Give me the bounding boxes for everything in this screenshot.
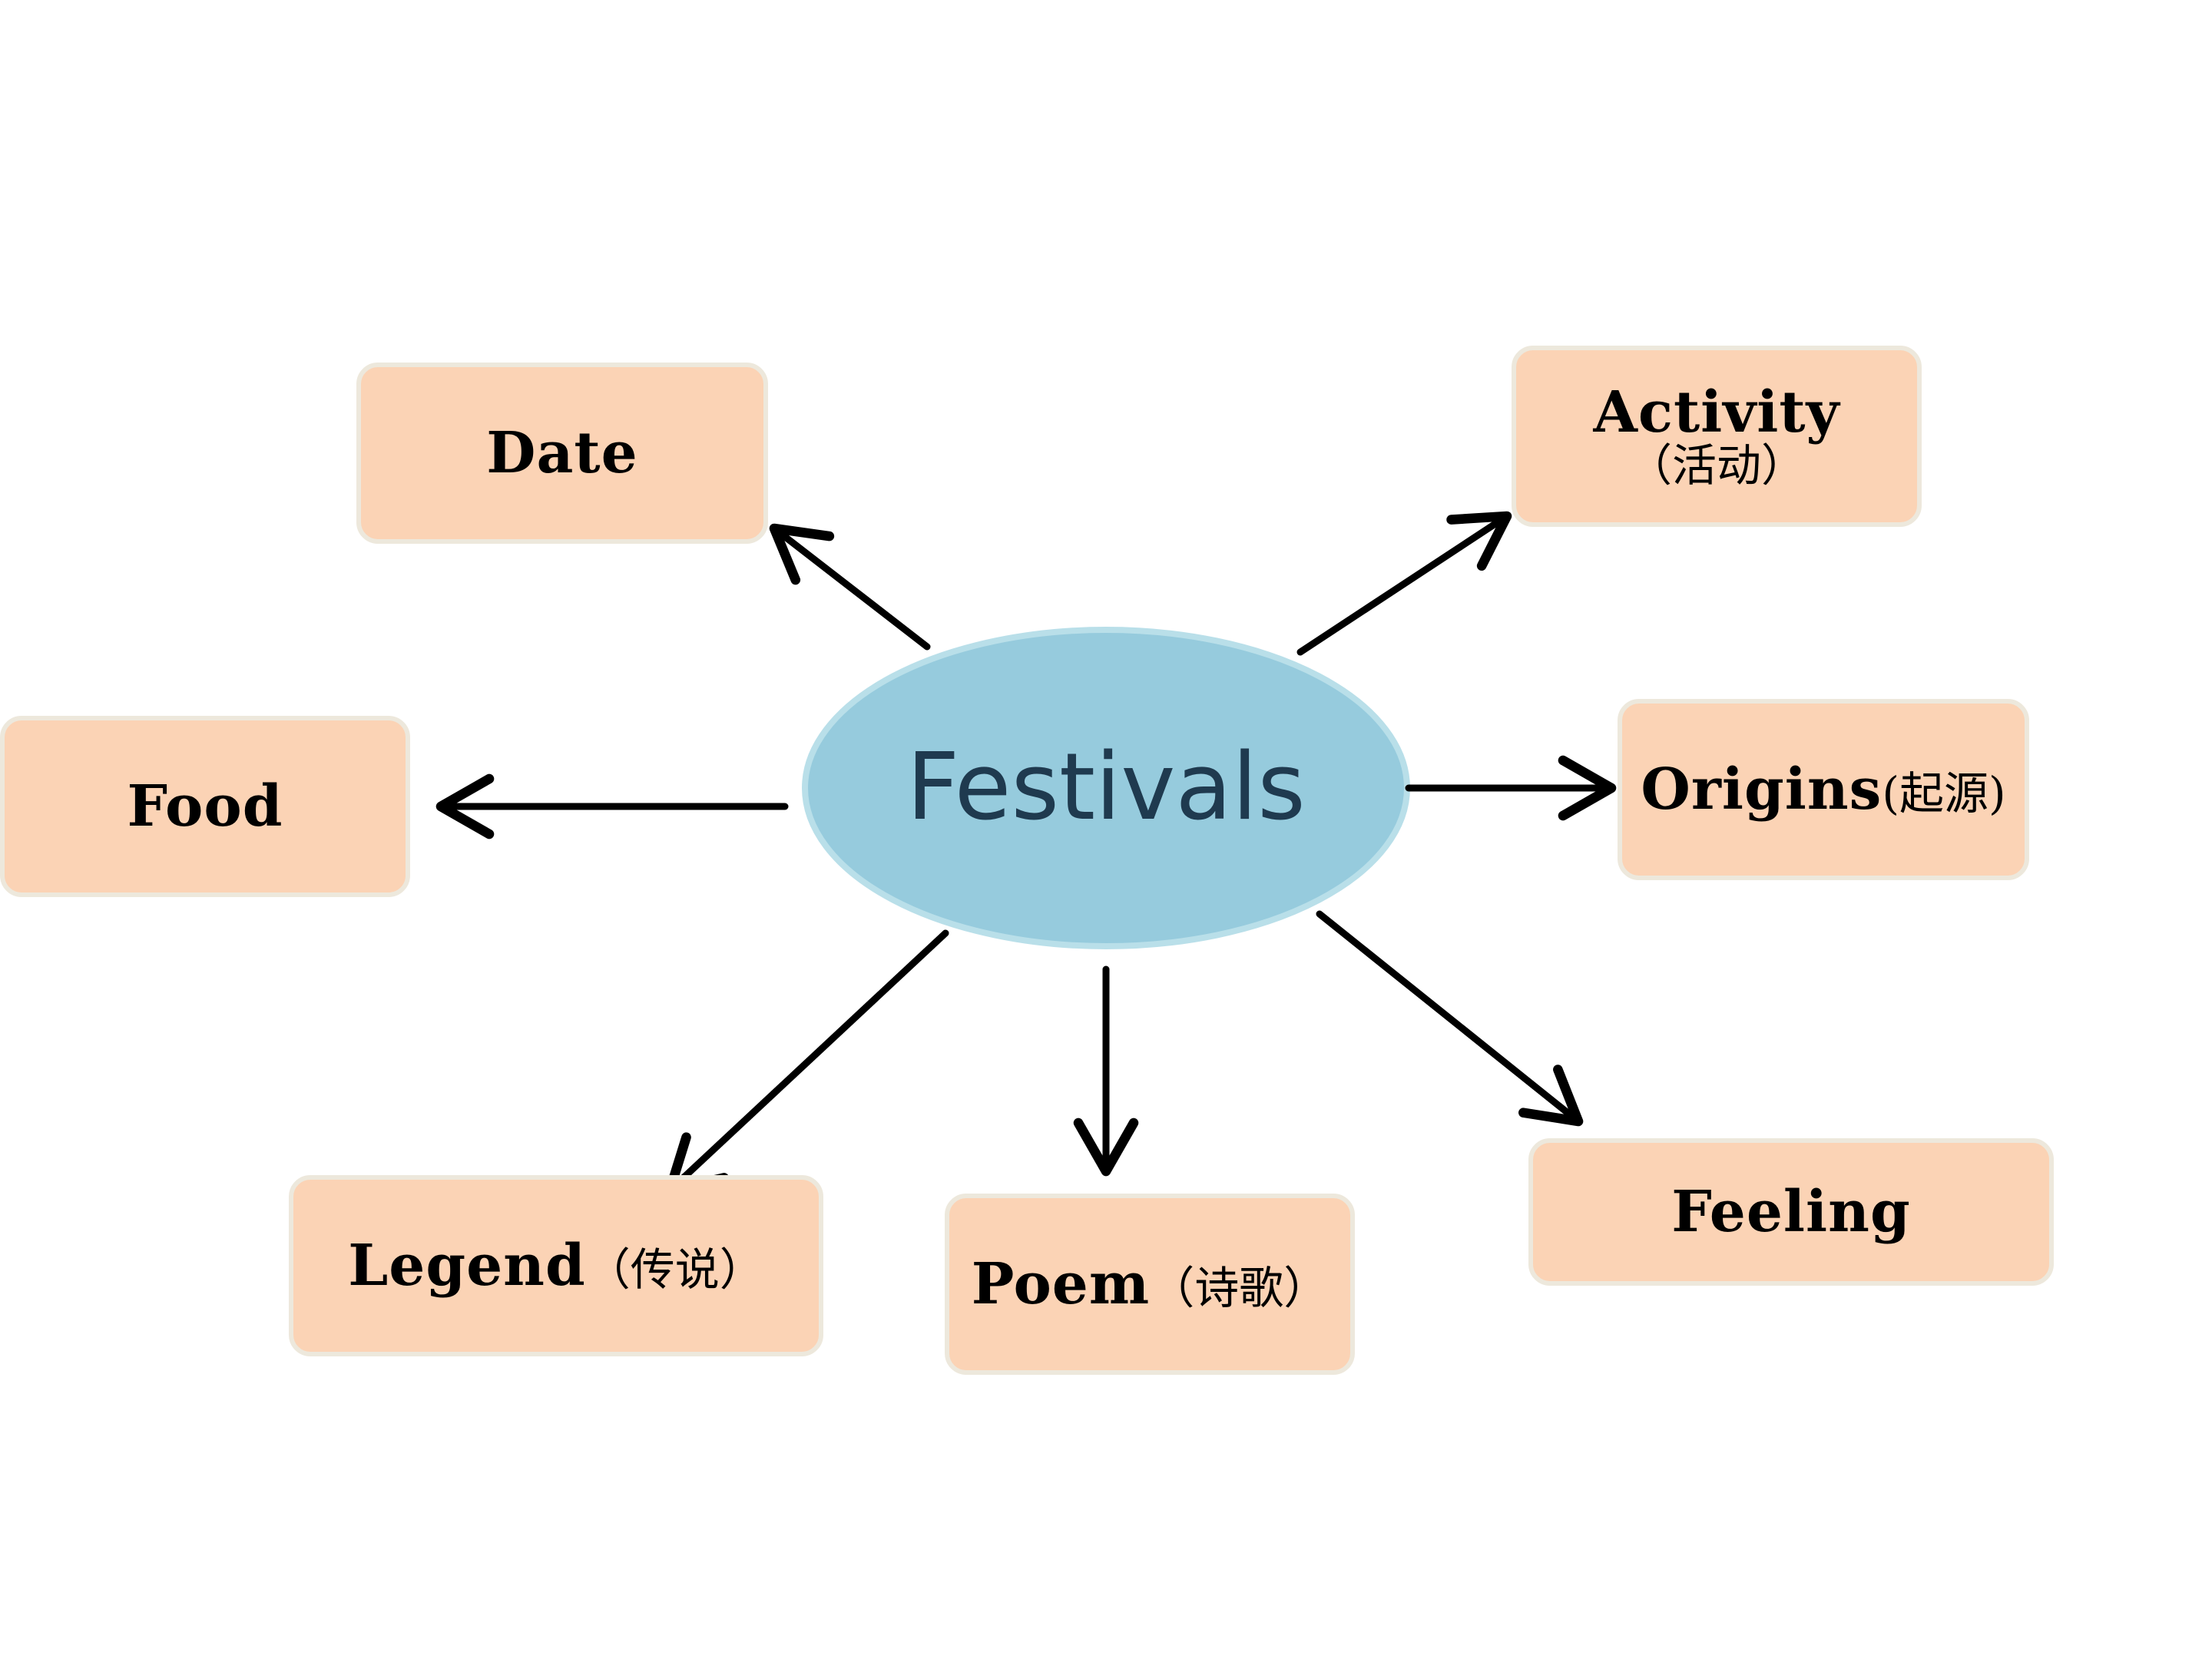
node-food-label: Food — [127, 773, 283, 839]
node-legend-chinese: （传说） — [585, 1243, 764, 1296]
node-legend-label: Legend — [348, 1233, 586, 1299]
node-legend: Legend （传说） — [289, 1175, 823, 1356]
node-date-label: Date — [486, 420, 638, 486]
node-food: Food — [0, 716, 410, 897]
node-activity-chinese: （活动） — [1627, 439, 1806, 492]
arrow-to-feeling — [1316, 910, 1584, 1127]
node-poem-label: Poem — [971, 1251, 1151, 1317]
arrow-to-activity — [1296, 511, 1512, 656]
node-origins-label: Origins — [1641, 757, 1883, 823]
node-date: Date — [356, 363, 768, 544]
node-poem: Poem （诗歌） — [945, 1194, 1355, 1375]
node-activity: Activity （活动） — [1512, 346, 1922, 527]
node-activity-label: Activity — [1593, 379, 1840, 445]
node-poem-chinese: （诗歌） — [1150, 1262, 1329, 1314]
arrow-to-date — [769, 523, 931, 651]
arrow-to-legend — [664, 929, 949, 1196]
node-origins: Origins (起源) — [1618, 699, 2029, 880]
node-feeling-label: Feeling — [1671, 1179, 1911, 1245]
central-topic-label: Festivals — [906, 733, 1306, 841]
node-origins-chinese: (起源) — [1882, 767, 2006, 820]
node-feeling: Feeling — [1528, 1138, 2054, 1286]
